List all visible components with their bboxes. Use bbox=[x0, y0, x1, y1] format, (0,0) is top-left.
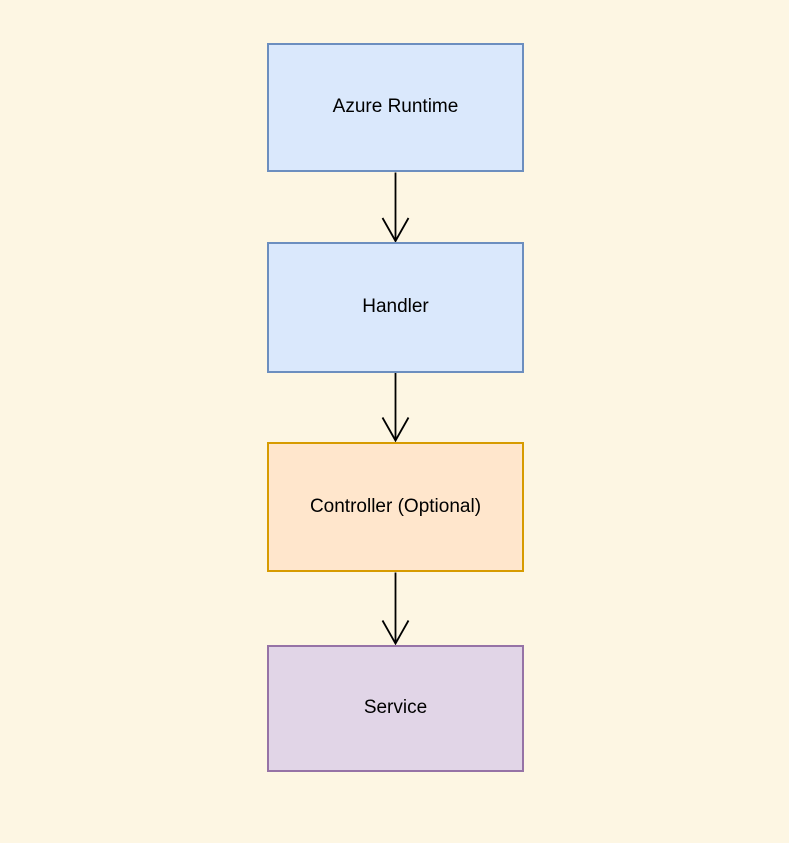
node-service: Service bbox=[267, 645, 524, 772]
node-service-label: Service bbox=[363, 697, 428, 719]
node-handler-label: Handler bbox=[362, 296, 429, 318]
node-controller-label: Controller (Optional) bbox=[309, 495, 482, 517]
node-handler: Handler bbox=[267, 242, 524, 373]
node-controller: Controller (Optional) bbox=[267, 442, 524, 572]
arrow-azure-runtime-to-handler bbox=[381, 172, 410, 243]
node-azure-runtime-label: Azure Runtime bbox=[332, 96, 459, 118]
arrow-controller-to-service bbox=[381, 572, 410, 646]
arrow-handler-to-controller bbox=[381, 373, 410, 443]
node-azure-runtime: Azure Runtime bbox=[267, 43, 524, 172]
